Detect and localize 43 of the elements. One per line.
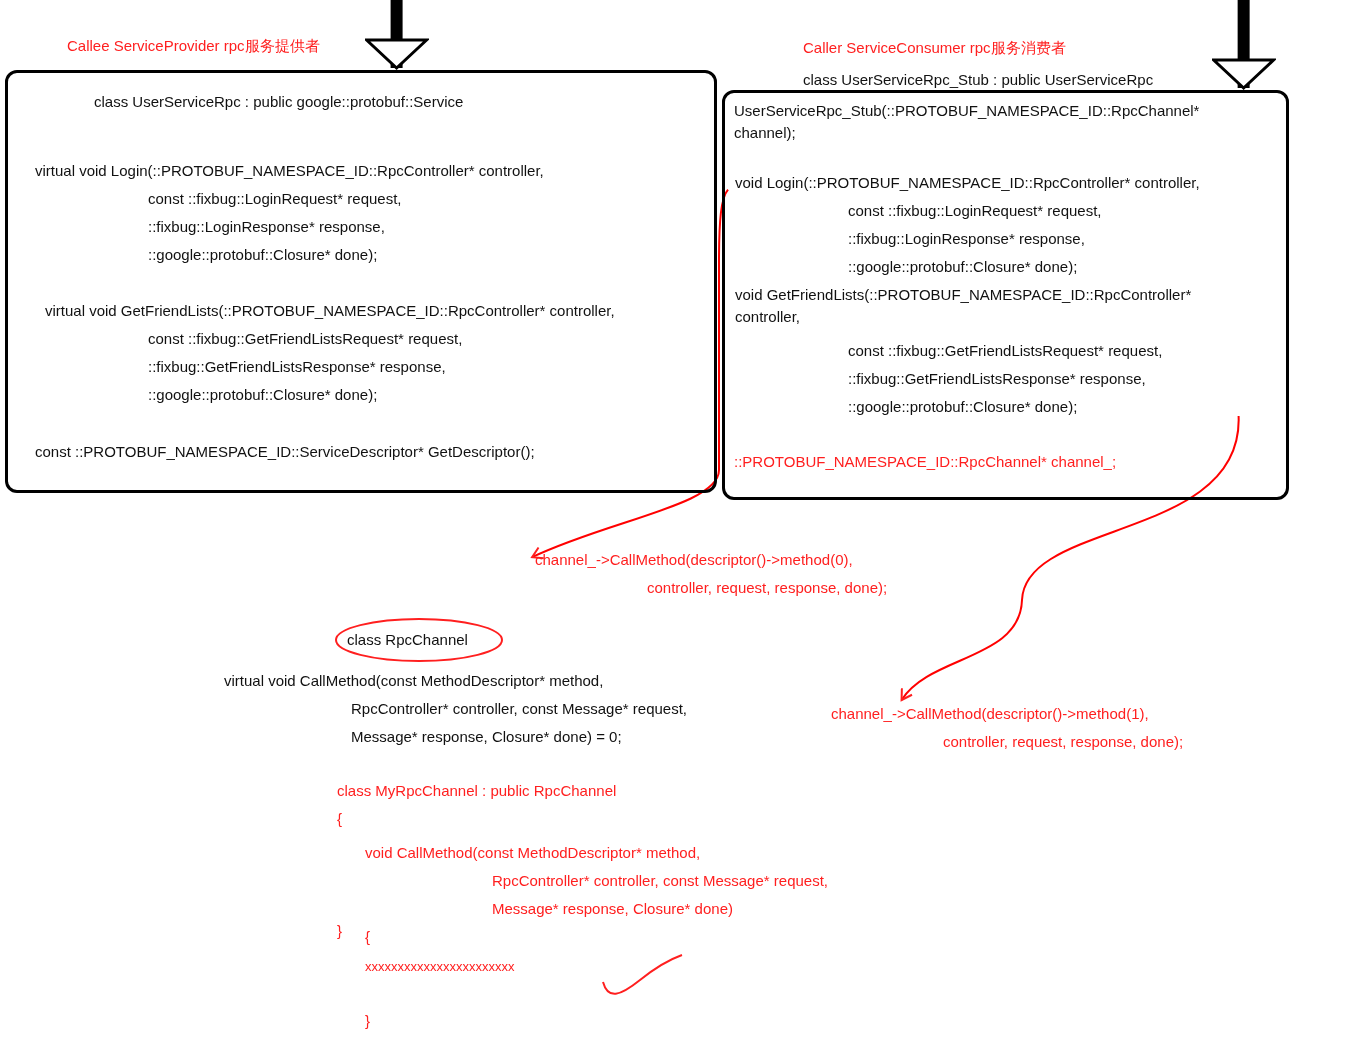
code-line: class RpcChannel bbox=[347, 630, 468, 650]
code-line: xxxxxxxxxxxxxxxxxxxxxxx bbox=[365, 958, 515, 976]
code-line: ::fixbug::GetFriendListsResponse* response, bbox=[148, 357, 446, 377]
code-line: controller, request, response, done); bbox=[943, 732, 1184, 752]
code-line: { bbox=[365, 927, 370, 947]
code-line: const ::fixbug::LoginRequest* request, bbox=[148, 189, 402, 209]
code-line: ::fixbug::LoginResponse* response, bbox=[148, 217, 385, 237]
code-line: } bbox=[337, 921, 342, 941]
code-line: void Login(::PROTOBUF_NAMESPACE_ID::RpcController* controller, bbox=[735, 173, 1200, 193]
code-line: class UserServiceRpc_Stub : public UserServiceRpc bbox=[803, 70, 1154, 90]
code-line: virtual void Login(::PROTOBUF_NAMESPACE_ID::RpcController* controller, bbox=[35, 161, 544, 181]
code-line: { bbox=[337, 809, 342, 829]
code-line: ::google::protobuf::Closure* done); bbox=[848, 257, 1078, 277]
code-line: void CallMethod(const MethodDescriptor* method, bbox=[365, 843, 701, 863]
code-line: ::google::protobuf::Closure* done); bbox=[848, 397, 1078, 417]
block-arrow bbox=[1212, 0, 1276, 90]
code-line: void GetFriendLists(::PROTOBUF_NAMESPACE_ID::RpcController* controller, bbox=[735, 285, 1193, 327]
code-line: ::fixbug::GetFriendListsResponse* response, bbox=[848, 369, 1146, 389]
code-line: Message* response, Closure* done) = 0; bbox=[351, 727, 622, 747]
code-line: Message* response, Closure* done) bbox=[492, 899, 733, 919]
code-line: Caller ServiceConsumer rpc服务消费者 bbox=[803, 38, 1066, 58]
code-line: const ::fixbug::GetFriendListsRequest* request, bbox=[148, 329, 463, 349]
hand-drawn-arrow bbox=[900, 415, 1240, 701]
code-line: const ::PROTOBUF_NAMESPACE_ID::ServiceDescriptor* GetDescriptor(); bbox=[35, 442, 535, 462]
code-line: controller, request, response, done); bbox=[647, 578, 888, 598]
code-line: class MyRpcChannel : public RpcChannel bbox=[337, 781, 617, 801]
code-line: channel_->CallMethod(descriptor()->method(0), bbox=[535, 550, 853, 570]
code-line: Callee ServiceProvider rpc服务提供者 bbox=[67, 36, 320, 56]
code-line: RpcController* controller, const Message* request, bbox=[351, 699, 687, 719]
code-line: ::google::protobuf::Closure* done); bbox=[148, 245, 378, 265]
code-line: UserServiceRpc_Stub(::PROTOBUF_NAMESPACE_ID::RpcChannel* channel); bbox=[734, 101, 1201, 143]
code-line: ::fixbug::LoginResponse* response, bbox=[848, 229, 1085, 249]
code-line: channel_->CallMethod(descriptor()->method(1), bbox=[831, 704, 1149, 724]
block-arrow bbox=[365, 0, 429, 70]
code-line: RpcController* controller, const Message* request, bbox=[492, 871, 828, 891]
code-line: } bbox=[365, 1011, 370, 1031]
code-line: ::google::protobuf::Closure* done); bbox=[148, 385, 378, 405]
code-line: virtual void CallMethod(const MethodDescriptor* method, bbox=[224, 671, 604, 691]
code-line: virtual void GetFriendLists(::PROTOBUF_NAMESPACE_ID::RpcController* controller, bbox=[45, 301, 615, 321]
code-line: class UserServiceRpc : public google::protobuf::Service bbox=[94, 92, 464, 112]
code-line: ::PROTOBUF_NAMESPACE_ID::RpcChannel* channel_; bbox=[734, 452, 1117, 472]
code-line: const ::fixbug::LoginRequest* request, bbox=[848, 201, 1102, 221]
code-line: const ::fixbug::GetFriendListsRequest* request, bbox=[848, 341, 1163, 361]
